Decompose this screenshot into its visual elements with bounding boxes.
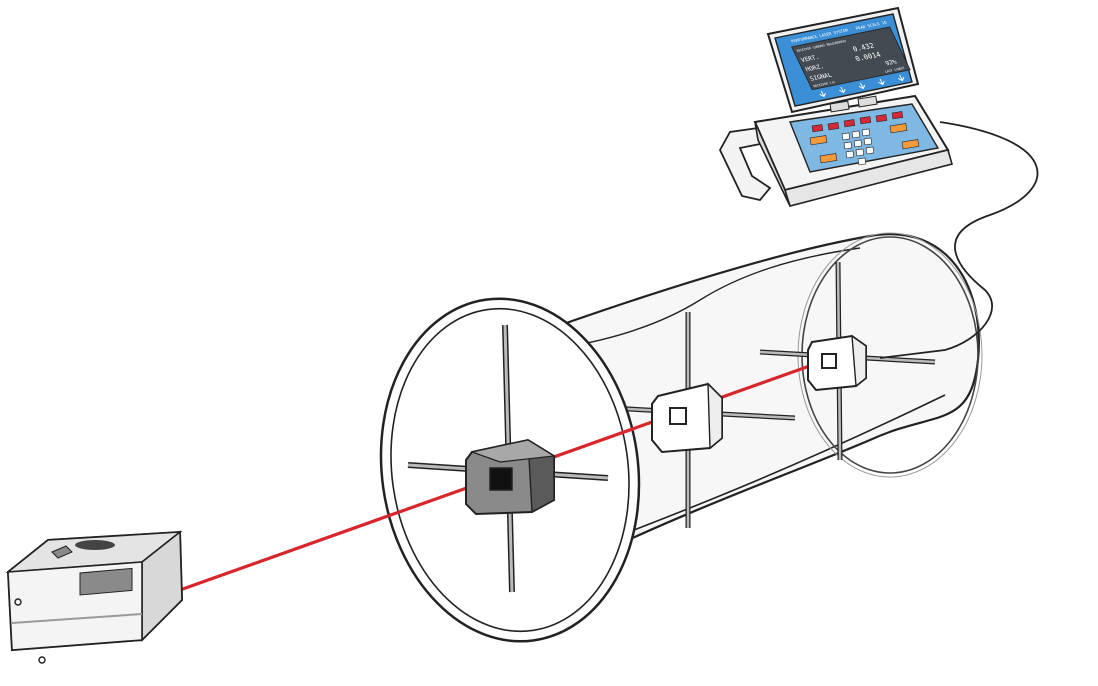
display-unit	[718, 94, 953, 207]
vert-value: 0.432	[851, 41, 876, 53]
display-footer-left: RECEIVER 1/2	[813, 80, 836, 88]
emitter-label-plate	[79, 567, 133, 596]
near-laser-target	[465, 438, 556, 516]
numeric-keys	[841, 128, 875, 166]
laser-emitter	[5, 530, 184, 664]
display-header-right: READ SCALE 10	[855, 20, 888, 31]
signal-value: 92%	[884, 59, 898, 68]
signal-label: SIGNAL	[809, 72, 834, 83]
display-footer-right: LAST 1/NEXT	[884, 66, 905, 74]
softkey-arrows	[819, 74, 905, 98]
far-laser-target	[807, 334, 867, 392]
vert-label: VERT.	[800, 54, 821, 64]
emitter-screw-icon	[14, 598, 22, 606]
middle-laser-target	[651, 382, 723, 454]
emitter-screw-icon	[38, 656, 46, 664]
function-keys	[811, 111, 904, 133]
orange-side-keys	[809, 123, 920, 164]
receiver-cable	[879, 121, 1039, 359]
horz-label: HORZ.	[804, 63, 825, 73]
display-readout: PERFORMANCE LASER SYSTEM READ SCALE 10 R…	[790, 20, 911, 98]
